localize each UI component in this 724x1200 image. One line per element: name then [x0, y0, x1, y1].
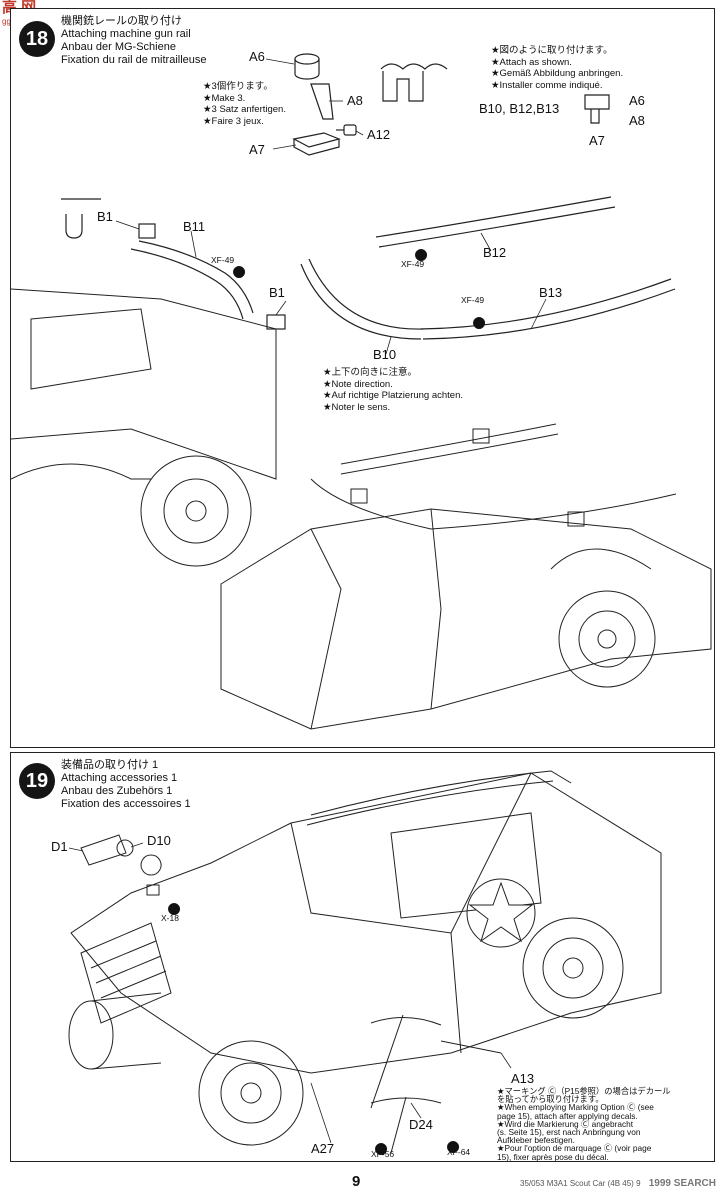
- attach-note: ★図のように取り付けます。 ★Attach as shown. ★Gemäß A…: [491, 45, 624, 91]
- title-fr: Fixation des accessoires 1: [61, 798, 191, 810]
- paint-xf49-b13: XF-49: [461, 295, 485, 305]
- step-19-title: 装備品の取り付け 1 Attaching accessories 1 Anbau…: [61, 759, 191, 811]
- part-b1-top: [138, 223, 156, 239]
- label-d10: D10: [147, 833, 171, 848]
- part-d10-illustration: [116, 839, 134, 857]
- label-a13: A13: [511, 1071, 535, 1086]
- paint-xf49-b11: XF-49: [211, 255, 235, 265]
- clip-inset: [61, 198, 101, 239]
- bar-part-a13: [440, 1040, 502, 1054]
- paint-xf49-b12: XF-49: [401, 259, 425, 269]
- title-en: Attaching accessories 1: [61, 772, 178, 784]
- step-19-panel: 19 装備品の取り付け 1 Attaching accessories 1 An…: [10, 752, 715, 1162]
- paint-xf64: XF-64: [447, 1147, 471, 1157]
- pickaxe-part-d24: [370, 1014, 442, 1109]
- star-decal: [466, 878, 536, 948]
- rail-profile-inset: [380, 63, 448, 102]
- marking-option-note: ★マーキング Ⓒ（P15参照）の場合はデカール を貼ってから取り付けます。 ★W…: [497, 1086, 671, 1162]
- vehicle-hull-step18: [11, 288, 712, 730]
- rail-b12: [375, 196, 612, 238]
- title-de: Anbau der MG-Schiene: [61, 41, 176, 53]
- part-a6-illustration: [294, 53, 320, 80]
- label-a7-inset: A7: [589, 133, 605, 148]
- label-b1-right: B1: [269, 285, 285, 300]
- step-number-18: 18: [19, 21, 55, 57]
- paint-x18: X-18: [161, 913, 179, 923]
- label-b10: B10: [373, 347, 397, 362]
- step-18-panel: 18 機関銃レールの取り付け Attaching machine gun rai…: [10, 8, 715, 748]
- label-b10-b12-b13: B10, B12,B13: [479, 101, 560, 116]
- footer-code: 35/053 M3A1 Scout Car (4B 45) 9: [520, 1179, 641, 1188]
- label-a6: A6: [249, 49, 265, 64]
- step-19-illustration: [68, 770, 662, 1155]
- label-a27: A27: [311, 1141, 335, 1156]
- rail-b13: [420, 278, 672, 330]
- page-footer: 35/053 M3A1 Scout Car (4B 45) 9 1999 SEA…: [520, 1178, 716, 1189]
- part-a7-illustration: [292, 132, 341, 156]
- label-a8-inset: A8: [629, 113, 645, 128]
- rail-b11: [130, 248, 244, 320]
- label-a12: A12: [367, 127, 391, 142]
- label-b11: B11: [183, 219, 206, 234]
- paint-dot-1: [233, 266, 246, 278]
- pickaxe-part-second: [370, 1096, 442, 1154]
- mount-assembly-inset: [584, 94, 610, 124]
- step-18-title: 機関銃レールの取り付け Attaching machine gun rail A…: [61, 15, 207, 67]
- label-d24: D24: [409, 1117, 433, 1132]
- label-b12: B12: [483, 245, 507, 260]
- paint-dot-xf56: [375, 1143, 388, 1155]
- paint-dot-xf64: [447, 1141, 460, 1153]
- paint-xf56: XF-56: [371, 1149, 395, 1159]
- step-18-illustration: [11, 53, 712, 730]
- rail-b10: [300, 263, 422, 340]
- direction-note: ★上下の向きに注意。 ★Note direction. ★Auf richtig…: [323, 367, 464, 413]
- part-x18-item: [140, 854, 162, 896]
- part-d1-illustration: [80, 834, 127, 866]
- label-a7: A7: [249, 142, 265, 157]
- title-de: Anbau des Zubehörs 1: [61, 785, 173, 797]
- page-number: 9: [352, 1173, 361, 1190]
- part-a12-illustration: [343, 124, 357, 136]
- step-number-19: 19: [19, 763, 55, 799]
- make-3-note: ★3個作ります。 ★Make 3. ★3 Satz anfertigen. ★F…: [203, 81, 286, 127]
- label-a6-inset: A6: [629, 93, 645, 108]
- title-jp: 機関銃レールの取り付け: [61, 15, 182, 27]
- label-a8: A8: [347, 93, 363, 108]
- title-jp: 装備品の取り付け 1: [61, 759, 159, 771]
- paint-dot-3: [473, 317, 486, 329]
- label-d1: D1: [51, 839, 68, 854]
- title-en: Attaching machine gun rail: [61, 28, 191, 40]
- brand-watermark: 1999 SEARCH: [648, 1178, 717, 1189]
- vehicle-hull-step19: [68, 770, 662, 1146]
- paint-dot-x18: [168, 903, 181, 915]
- paint-dot-2: [415, 249, 428, 261]
- part-a8-illustration: [310, 83, 334, 120]
- label-b1-top: B1: [97, 209, 113, 224]
- label-b13: B13: [539, 285, 563, 300]
- title-fr: Fixation du rail de mitrailleuse: [61, 54, 207, 66]
